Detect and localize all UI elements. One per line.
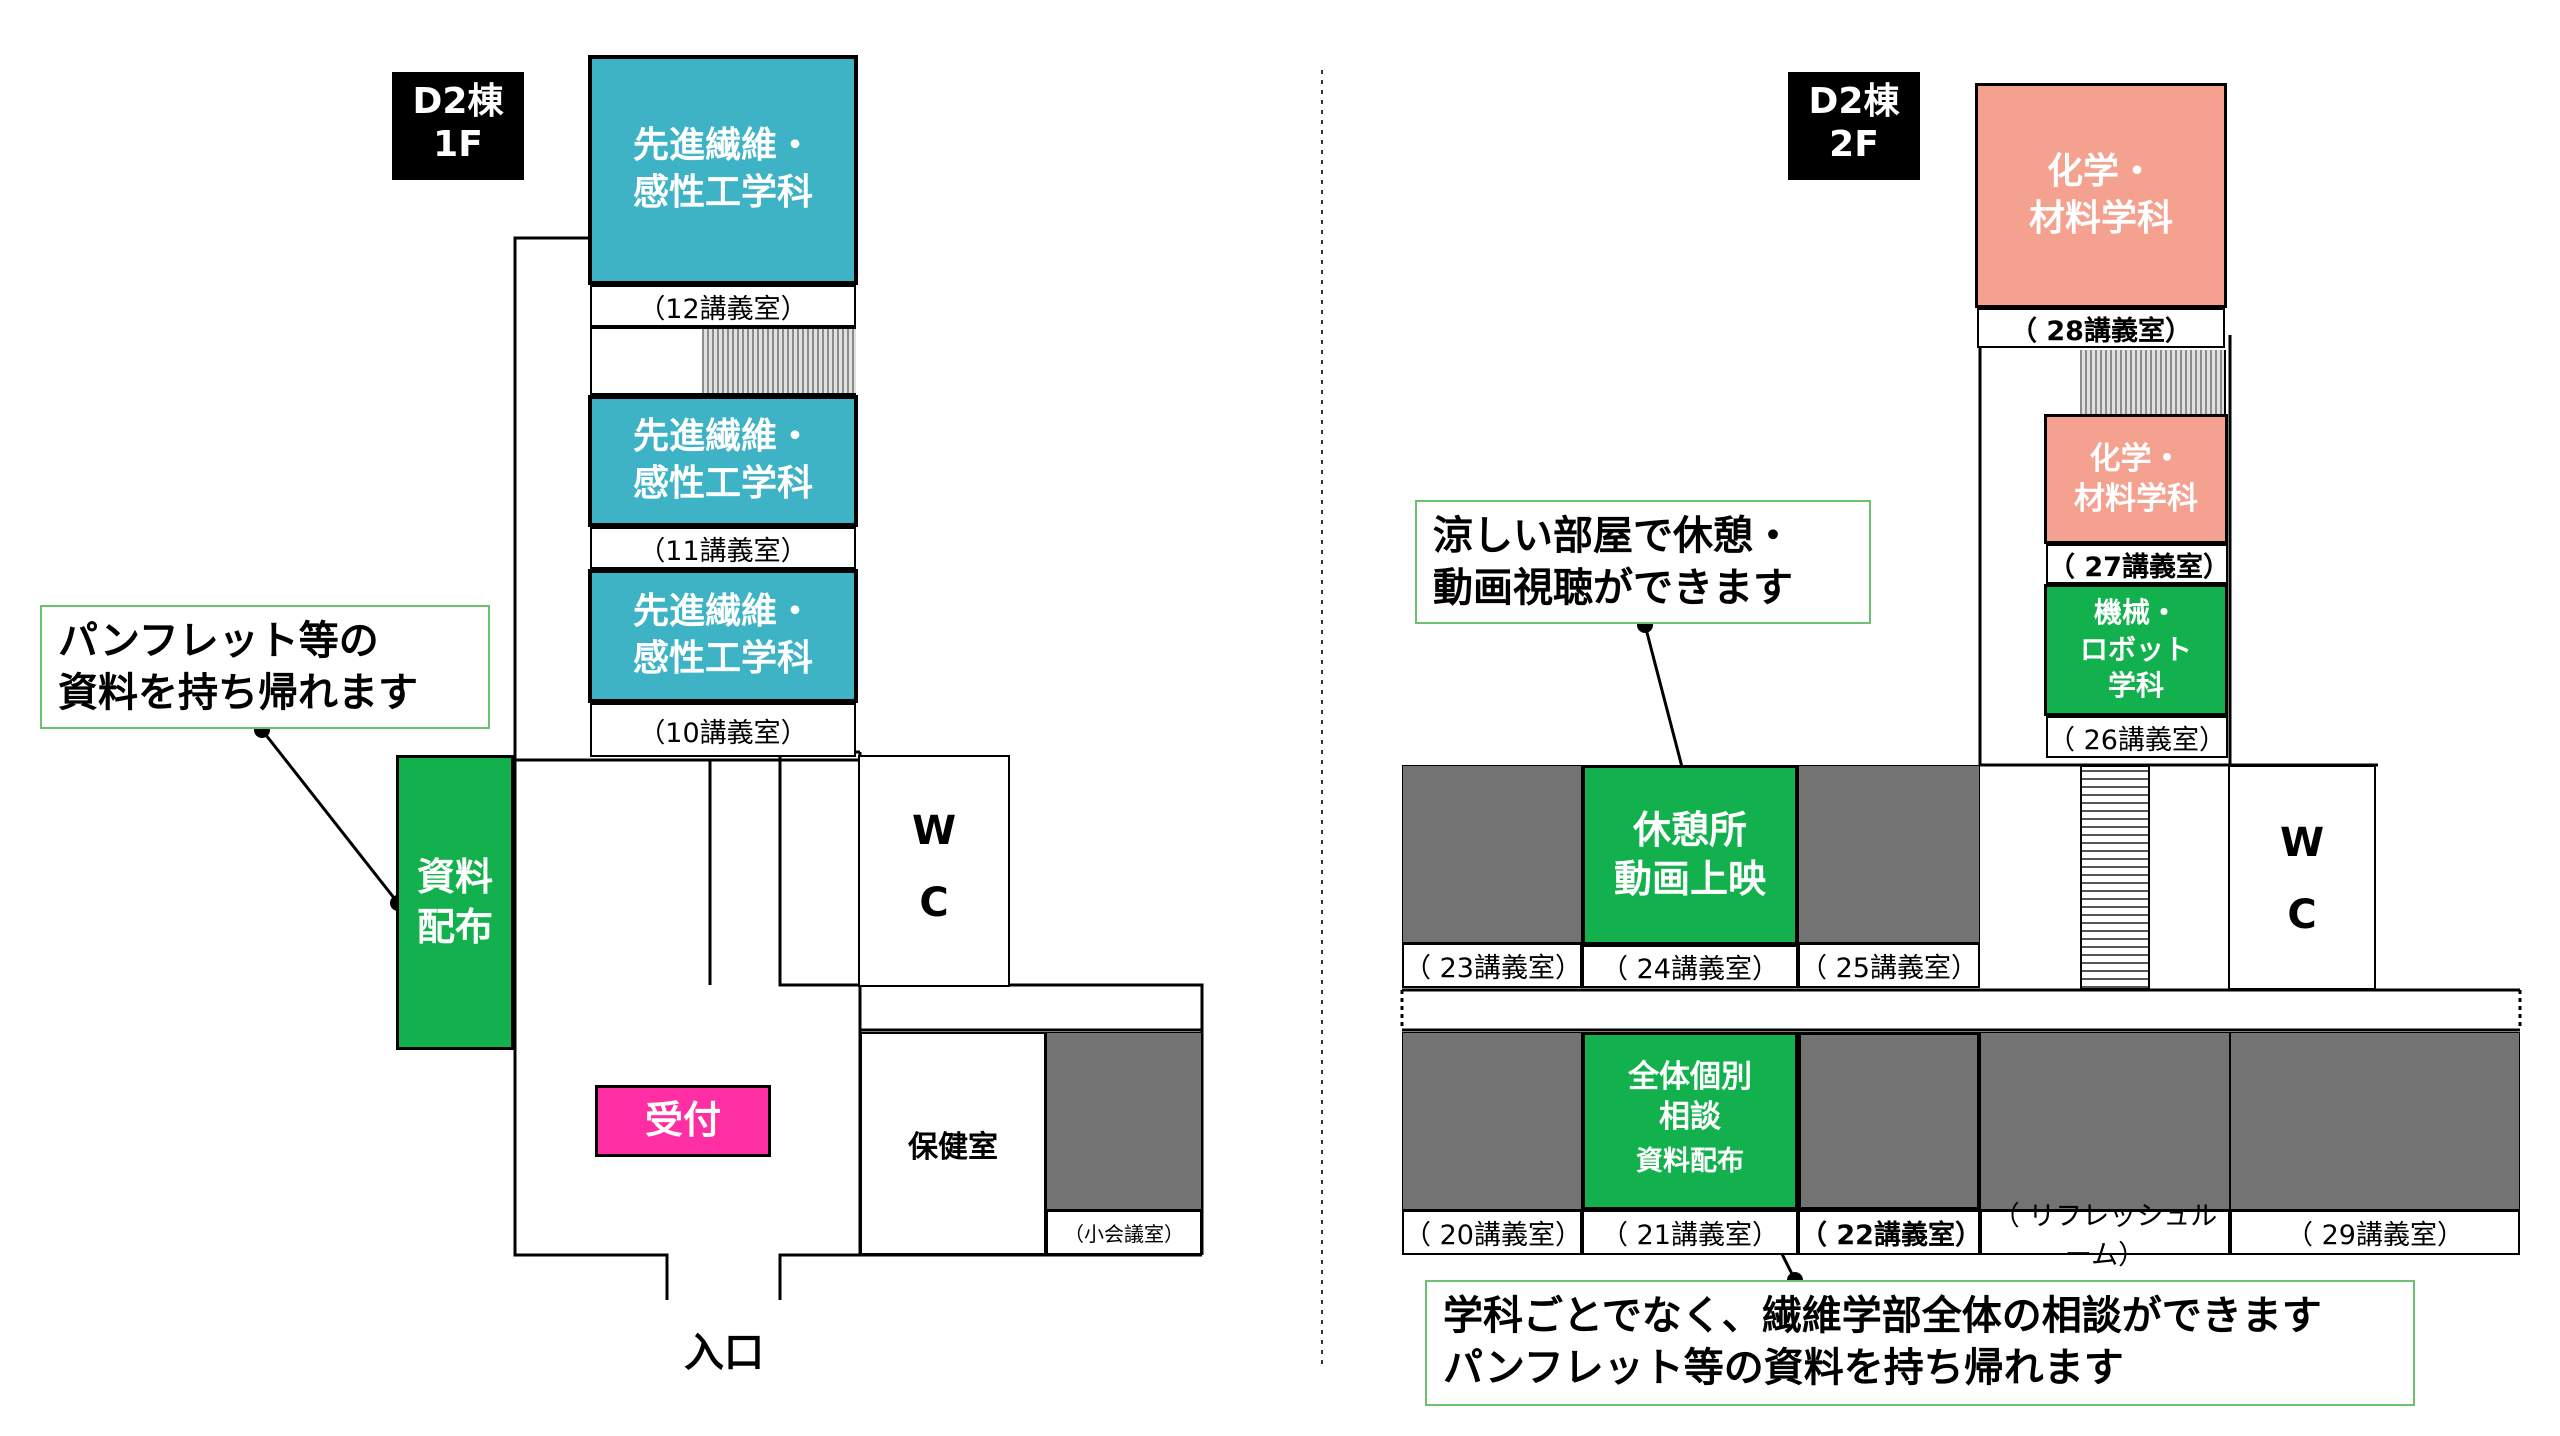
refresh-room-label: （ リフレッシュルーム） xyxy=(1980,1201,2230,1271)
wc-1f: W C xyxy=(858,755,1010,987)
wc-letter-c: C xyxy=(2287,892,2317,938)
stairs-2f-upper xyxy=(2080,350,2226,414)
dept-name-line1: 先進繊維・ xyxy=(632,591,813,633)
floor-tag-floor: 1F xyxy=(433,124,483,166)
room-22 xyxy=(1798,1032,1980,1210)
consult-line3: 資料配布 xyxy=(1636,1145,1744,1177)
floor-tag-floor: 2F xyxy=(1829,124,1879,166)
room-23 xyxy=(1402,765,1582,943)
consultation-21[interactable]: 全体個別 相談 資料配布 xyxy=(1582,1032,1798,1210)
floor-tag-1f: D2棟 1F xyxy=(392,72,524,180)
room-label-25: （ 25講義室） xyxy=(1798,943,1980,988)
consult-line2: 相談 xyxy=(1659,1099,1721,1136)
dept-block-28[interactable]: 化学・ 材料学科 xyxy=(1975,83,2227,308)
dept-block-11[interactable]: 先進繊維・ 感性工学科 xyxy=(588,395,858,527)
stairs-1f-upper xyxy=(590,327,856,395)
room-label-24: （ 24講義室） xyxy=(1582,945,1798,988)
room-label-11: （11講義室） xyxy=(590,527,856,569)
callout-line1: 学科ごとでなく、繊維学部全体の相談ができます xyxy=(1443,1293,2322,1339)
callout-line2: パンフレット等の資料を持ち帰れます xyxy=(1443,1345,2124,1391)
floor-tag-building: D2棟 xyxy=(1808,81,1900,122)
dept-name-line2: 感性工学科 xyxy=(632,638,813,679)
refresh-room xyxy=(1980,1032,2230,1210)
room-label-20: （ 20講義室） xyxy=(1402,1210,1582,1255)
dept-name-line1: 先進繊維・ xyxy=(632,125,813,167)
callout-2f-consultation: 学科ごとでなく、繊維学部全体の相談ができます パンフレット等の資料を持ち帰れます xyxy=(1425,1280,2415,1406)
rest-line1: 休憩所 xyxy=(1632,807,1747,852)
rest-line2: 動画上映 xyxy=(1613,857,1766,901)
dept-block-27[interactable]: 化学・ 材料学科 xyxy=(2044,414,2228,544)
room-label-10: （10講義室） xyxy=(590,703,856,757)
health-room-label: 保健室 xyxy=(908,1129,998,1165)
dept-name-line1: 化学・ xyxy=(2089,440,2183,477)
consult-line1: 全体個別 xyxy=(1628,1059,1752,1095)
dept-name-line1: 先進繊維・ xyxy=(632,416,813,458)
callout-line1: パンフレット等の xyxy=(58,618,379,664)
floor-tag-building: D2棟 xyxy=(412,81,504,122)
callout-1f-materials: パンフレット等の 資料を持ち帰れます xyxy=(40,605,490,729)
dept-name-line2: ロボット xyxy=(2079,632,2192,666)
room-label-12: （12講義室） xyxy=(590,285,856,327)
dept-name-line1: 機械・ xyxy=(2093,596,2178,630)
reception-desk[interactable]: 受付 xyxy=(595,1085,771,1157)
room-25 xyxy=(1798,765,1980,943)
dept-block-10[interactable]: 先進繊維・ 感性工学科 xyxy=(588,569,858,703)
room-20 xyxy=(1402,1032,1582,1210)
dept-name-line2: 感性工学科 xyxy=(632,172,813,213)
dept-block-26[interactable]: 機械・ ロボット 学科 xyxy=(2044,584,2228,716)
callout-line2: 資料を持ち帰れます xyxy=(58,670,418,716)
materials-line1: 資料 xyxy=(416,855,493,900)
dept-name-line3: 学科 xyxy=(2107,669,2164,703)
materials-line2: 配布 xyxy=(416,904,493,949)
wc-letter-w: W xyxy=(911,808,957,854)
floor-tag-2f: D2棟 2F xyxy=(1788,72,1920,180)
dept-name-line2: 材料学科 xyxy=(2074,481,2198,517)
materials-distribution-1f[interactable]: 資料 配布 xyxy=(396,755,514,1050)
rest-area-24[interactable]: 休憩所 動画上映 xyxy=(1582,765,1798,945)
room-label-28: （ 28講義室） xyxy=(1977,308,2225,348)
wc-2f: W C xyxy=(2228,765,2376,990)
callout-line1: 涼しい部屋で休憩・ xyxy=(1433,513,1793,559)
dept-name-line1: 化学・ xyxy=(2046,150,2155,192)
dept-name-line2: 材料学科 xyxy=(2028,197,2173,239)
health-room: 保健室 xyxy=(860,1032,1046,1255)
room-label-23: （ 23講義室） xyxy=(1402,943,1582,988)
callout-2f-rest: 涼しい部屋で休憩・ 動画視聴ができます xyxy=(1415,500,1871,624)
wc-letter-c: C xyxy=(919,880,949,926)
room-label-22: （ 22講義室） xyxy=(1798,1210,1982,1255)
room-29 xyxy=(2230,1032,2520,1210)
entrance-label: 入口 xyxy=(684,1330,764,1376)
stairs-2f-lower xyxy=(2080,765,2150,990)
room-label-26: （ 26講義室） xyxy=(2046,716,2228,758)
dept-block-12[interactable]: 先進繊維・ 感性工学科 xyxy=(588,55,858,285)
reception-label: 受付 xyxy=(644,1098,721,1143)
dept-name-line2: 感性工学科 xyxy=(632,463,813,504)
small-meeting-label: （小会議室） xyxy=(1046,1210,1202,1255)
wc-letter-w: W xyxy=(2279,820,2325,866)
room-label-29: （ 29講義室） xyxy=(2230,1210,2520,1255)
stairs-1f-upper-steps xyxy=(702,329,856,393)
callout-line2: 動画視聴ができます xyxy=(1433,565,1793,611)
room-label-27: （ 27講義室） xyxy=(2046,544,2230,584)
small-meeting-room xyxy=(1046,1032,1202,1210)
room-label-21: （ 21講義室） xyxy=(1582,1210,1798,1255)
